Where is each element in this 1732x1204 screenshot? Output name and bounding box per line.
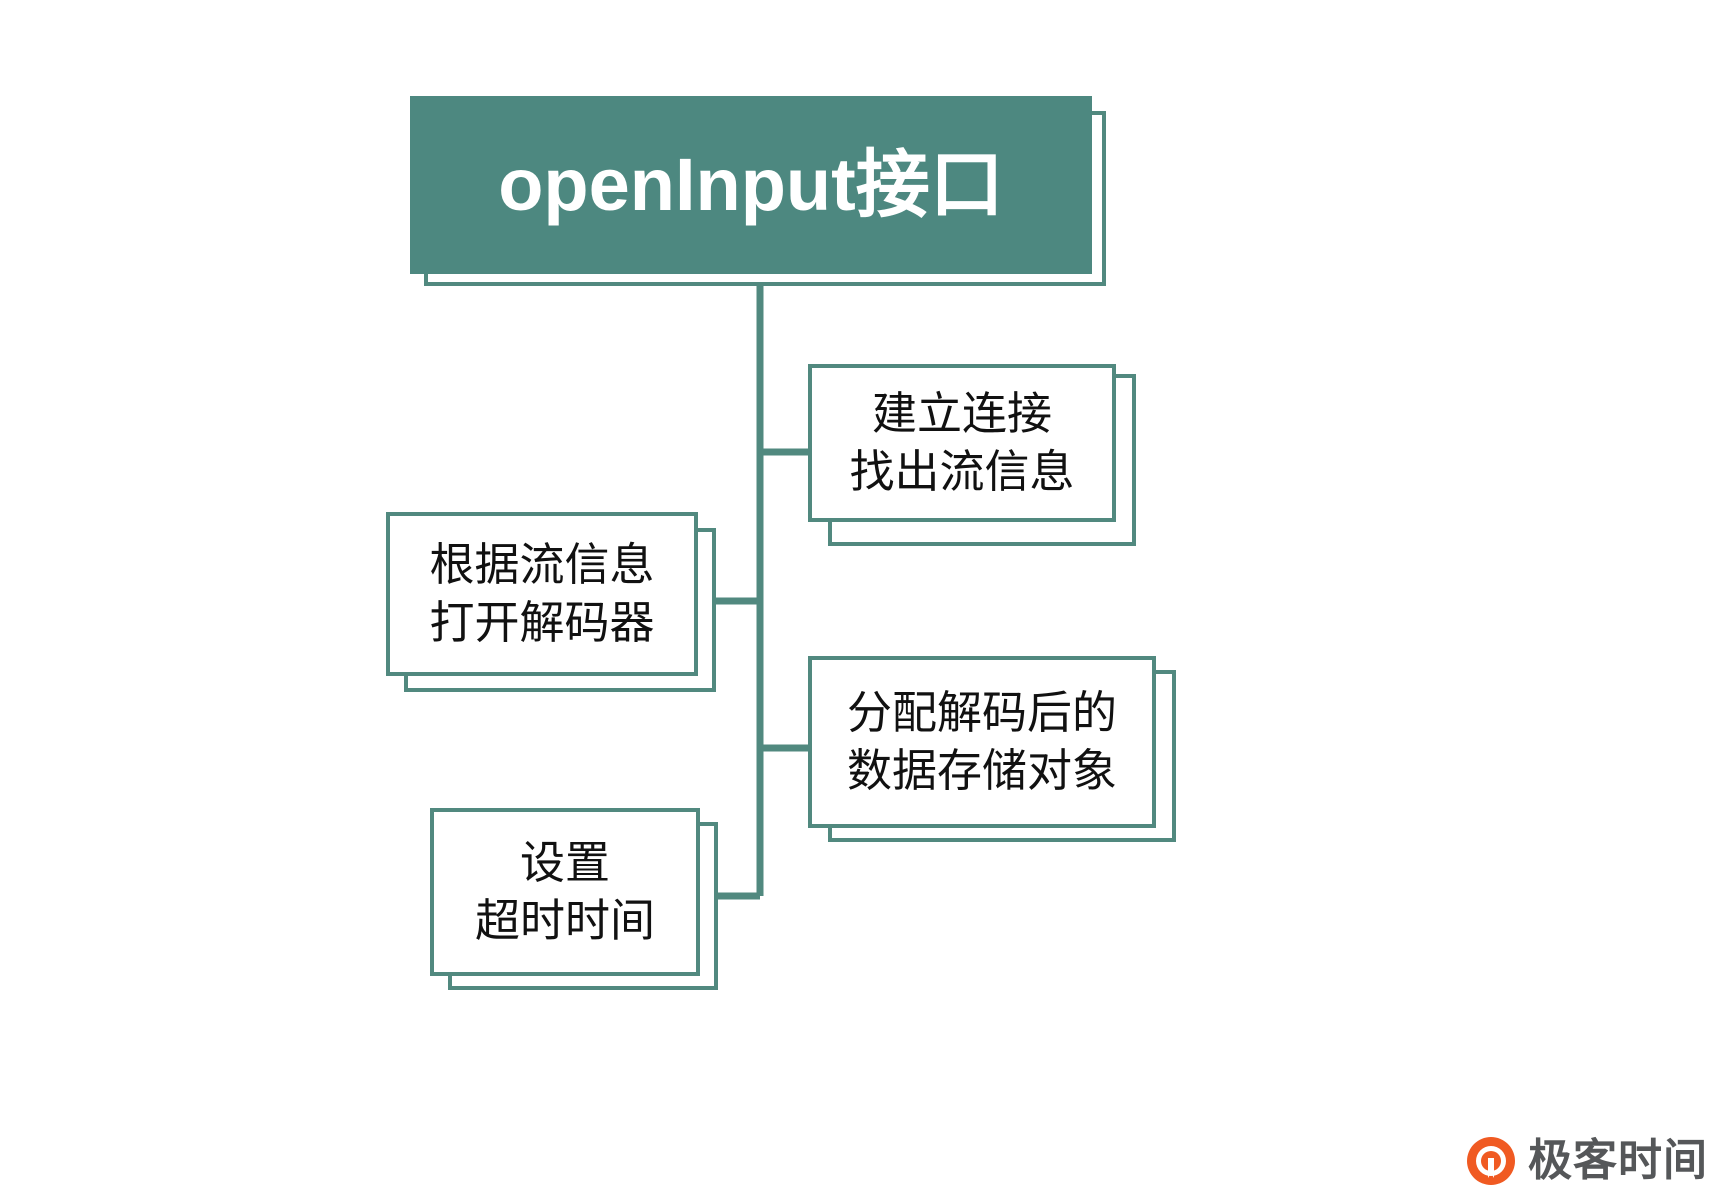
node-2-line-2: 打开解码器 [429, 597, 655, 648]
root-node-label: openInput接口 [498, 143, 1004, 227]
node-3[interactable]: 分配解码后的 数据存储对象 [808, 656, 1156, 828]
node-1-line-1: 建立连接 [871, 388, 1052, 440]
node-3-line-2: 数据存储对象 [846, 745, 1117, 796]
brand-name: 极客时间 [1528, 1136, 1708, 1185]
node-2-line-1: 根据流信息 [429, 539, 655, 591]
node-3-line-1: 分配解码后的 [846, 687, 1117, 739]
node-1-line-2: 找出流信息 [849, 446, 1075, 497]
node-1[interactable]: 建立连接 找出流信息 [808, 364, 1116, 522]
geekbang-logo-icon [1467, 1137, 1515, 1185]
brand-logo: 极客时间 [1466, 1136, 1708, 1186]
node-4-line-1: 设置 [519, 837, 610, 889]
node-2[interactable]: 根据流信息 打开解码器 [386, 512, 698, 676]
node-4[interactable]: 设置 超时时间 [430, 808, 700, 976]
root-node[interactable]: openInput接口 [410, 96, 1092, 274]
node-4-line-2: 超时时间 [474, 895, 655, 946]
